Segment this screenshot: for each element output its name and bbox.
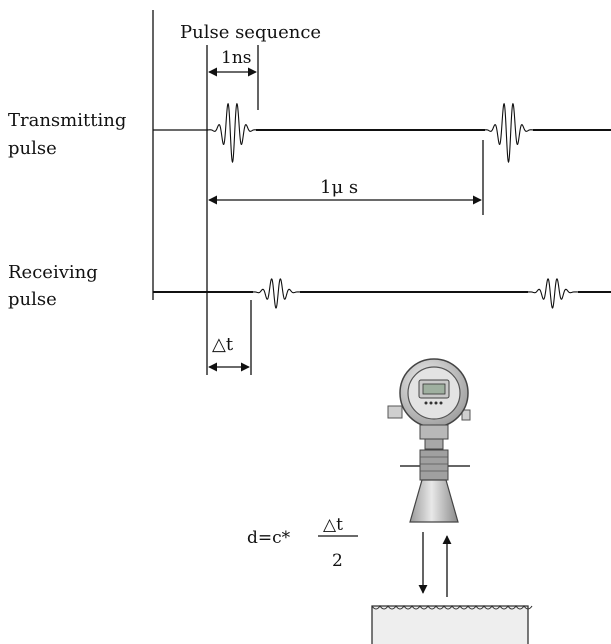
receive-pulse-1	[250, 278, 302, 309]
keypad-buttons	[424, 401, 443, 405]
delta-t-label: △t	[212, 334, 234, 355]
receive-pulse-2	[526, 278, 579, 309]
lcd-display	[422, 383, 446, 395]
liquid-surface	[371, 605, 533, 610]
side-plug	[461, 409, 471, 421]
radar-transmitter-device	[387, 358, 471, 523]
one-us-label: 1μ s	[320, 177, 358, 198]
formula-numerator: △t	[323, 515, 343, 535]
neck-lower	[424, 438, 444, 450]
tank-body	[371, 605, 529, 644]
pulse-sequence-label: Pulse sequence	[180, 22, 321, 43]
housing-neck	[419, 424, 449, 440]
formula-denominator: 2	[332, 551, 343, 571]
transmit-pulse-1	[206, 102, 259, 164]
cable-gland	[387, 405, 403, 419]
transmit-pulse-2	[482, 102, 535, 164]
thread-section	[419, 449, 449, 481]
liquid-tank	[371, 605, 533, 644]
transmitting-label-line1: Transmitting	[8, 110, 126, 131]
one-ns-label: 1ns	[221, 48, 252, 68]
horn-antenna	[409, 479, 459, 523]
receiving-label-line2: pulse	[8, 289, 57, 310]
transmitting-label-line2: pulse	[8, 138, 57, 159]
receiving-label-line1: Receiving	[8, 262, 98, 283]
formula-prefix: d=c*	[247, 528, 291, 548]
